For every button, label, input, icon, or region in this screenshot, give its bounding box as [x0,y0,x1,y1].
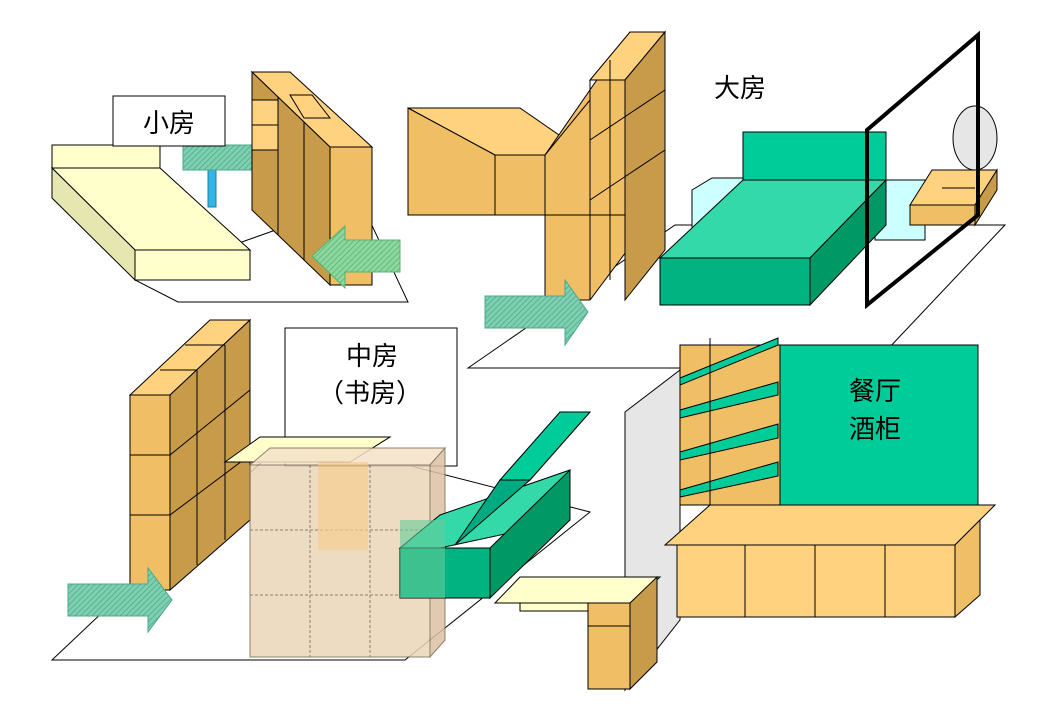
small-room-label: 小房 [143,109,195,139]
wine-shelf-1 [679,337,779,386]
middle-room-bed-overlay [400,520,445,598]
middle-room: 中房 （书房） [50,318,592,661]
small-room-wardrobe [250,70,374,287]
middle-room-arrow [67,566,173,634]
small-room-label-box [112,95,226,147]
dining-label-line1: 餐厅 [849,377,901,407]
sideboard [663,504,997,619]
big-room-wardrobe [407,30,667,302]
small-room-blue-post [207,164,217,208]
big-room-label: 大房 [714,74,766,104]
wine-shelf-4 [679,461,779,498]
big-room-mirror [952,105,998,171]
middle-room-bookcase [128,318,252,592]
big-room: 大房 [407,30,1007,369]
dining-area: 餐厅 酒柜 [493,337,997,692]
small-bed [50,166,252,282]
big-room-arrow [484,278,589,347]
big-bed-headboard [742,131,887,181]
middle-room-label-line1: 中房 [346,342,398,372]
middle-room-label-line2: （书房） [318,379,422,409]
small-room: 小房 [50,70,409,303]
wine-shelf-2 [679,381,779,419]
wine-shelf-3 [679,423,779,461]
wine-cabinet [679,337,979,506]
small-bed-headboard [51,144,161,169]
dining-label-line2: 酒柜 [849,415,901,445]
small-room-arrow-left [311,224,401,290]
dining-small-desk [493,575,662,691]
big-room-frame [865,30,980,310]
big-room-small-shelf [909,168,998,227]
